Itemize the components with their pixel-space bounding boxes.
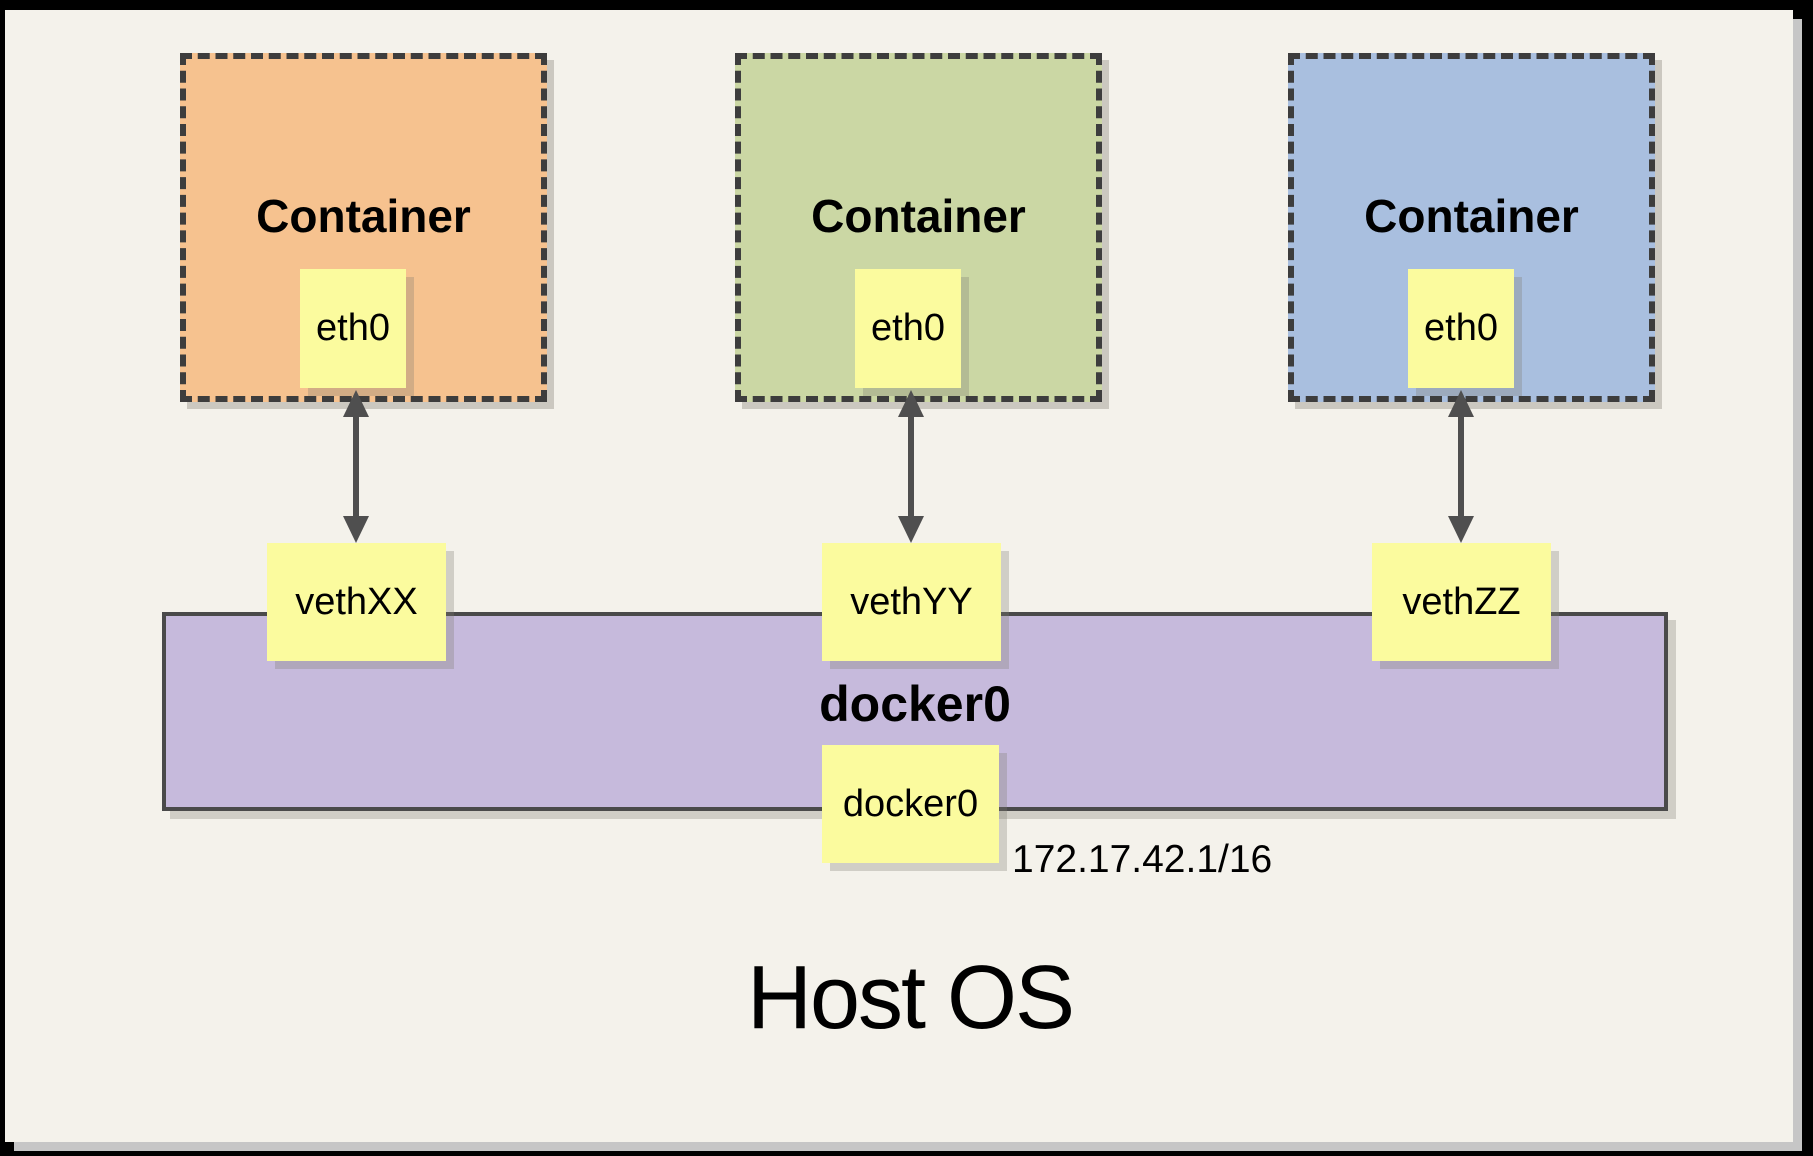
arrow-down-icon xyxy=(898,516,924,543)
container-2-eth0-label: eth0 xyxy=(871,307,945,349)
vethZZ-label: vethZZ xyxy=(1402,580,1521,623)
vethYY-box: vethYY xyxy=(822,543,1001,661)
arrow-shaft xyxy=(1458,410,1464,523)
container-2-eth0-box: eth0 xyxy=(855,269,961,388)
veth-link-arrow-2 xyxy=(898,390,924,543)
arrow-down-icon xyxy=(1448,516,1474,543)
container-2-title: Container xyxy=(811,190,1026,242)
arrow-shaft xyxy=(908,410,914,523)
arrow-down-icon xyxy=(343,516,369,543)
container-box-1: Container eth0 xyxy=(180,53,547,402)
bridge-ip-address: 172.17.42.1/16 xyxy=(1012,838,1273,881)
vethXX-box: vethXX xyxy=(267,543,446,661)
container-3-title: Container xyxy=(1364,190,1579,242)
host-os-label: Host OS xyxy=(746,948,1075,1048)
container-3-eth0-box: eth0 xyxy=(1408,269,1514,388)
docker0-interface-label: docker0 xyxy=(842,782,979,825)
container-1-title: Container xyxy=(256,190,471,242)
vethYY-label: vethYY xyxy=(850,580,973,623)
veth-link-arrow-1 xyxy=(343,390,369,543)
veth-link-arrow-3 xyxy=(1448,390,1474,543)
docker0-interface-box: docker0 xyxy=(822,745,999,863)
docker0-bridge-label: docker0 xyxy=(819,676,1011,732)
container-1-eth0-label: eth0 xyxy=(316,307,390,349)
container-1-eth0-box: eth0 xyxy=(300,269,406,388)
vethXX-label: vethXX xyxy=(295,580,418,623)
container-box-2: Container eth0 xyxy=(735,53,1102,402)
arrow-shaft xyxy=(353,410,359,523)
vethZZ-box: vethZZ xyxy=(1372,543,1551,661)
container-3-eth0-label: eth0 xyxy=(1424,307,1498,349)
diagram-canvas: Container eth0 Container eth0 Container … xyxy=(5,10,1793,1142)
container-box-3: Container eth0 xyxy=(1288,53,1655,402)
